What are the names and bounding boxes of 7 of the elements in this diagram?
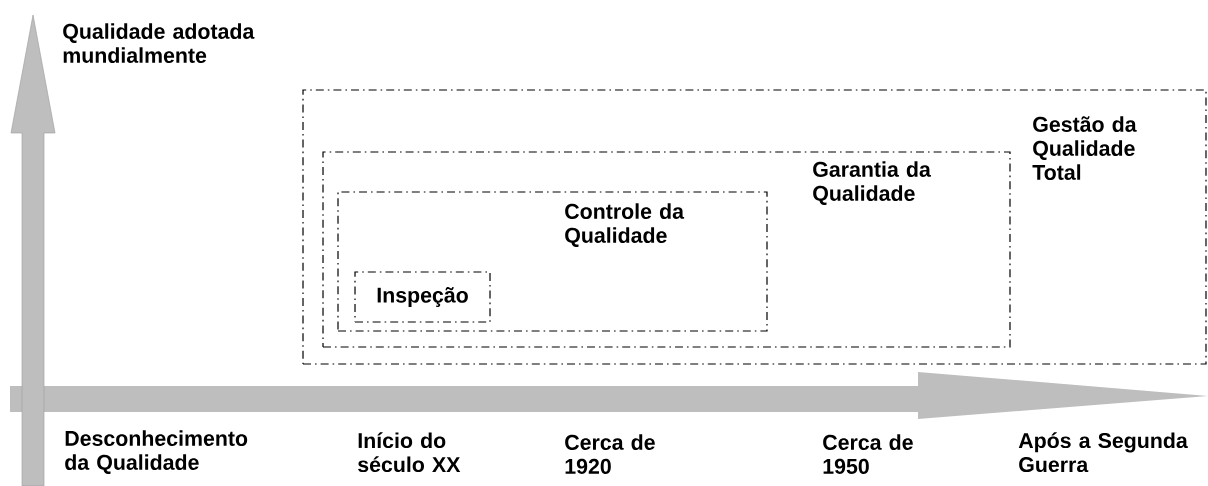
- axis-label: Qualidade adotada mundialmente: [63, 23, 255, 63]
- timeline-label: Desconhecimento da Qualidade: [65, 430, 248, 474]
- timeline-label: Início do século XX: [358, 432, 461, 473]
- timeline-label: Cerca de 1950: [823, 434, 913, 474]
- timeline-label: Após a Segunda Guerra: [1018, 432, 1188, 473]
- stage-box: Inspeção: [354, 271, 491, 323]
- timeline-label: Cerca de 1920: [565, 434, 655, 474]
